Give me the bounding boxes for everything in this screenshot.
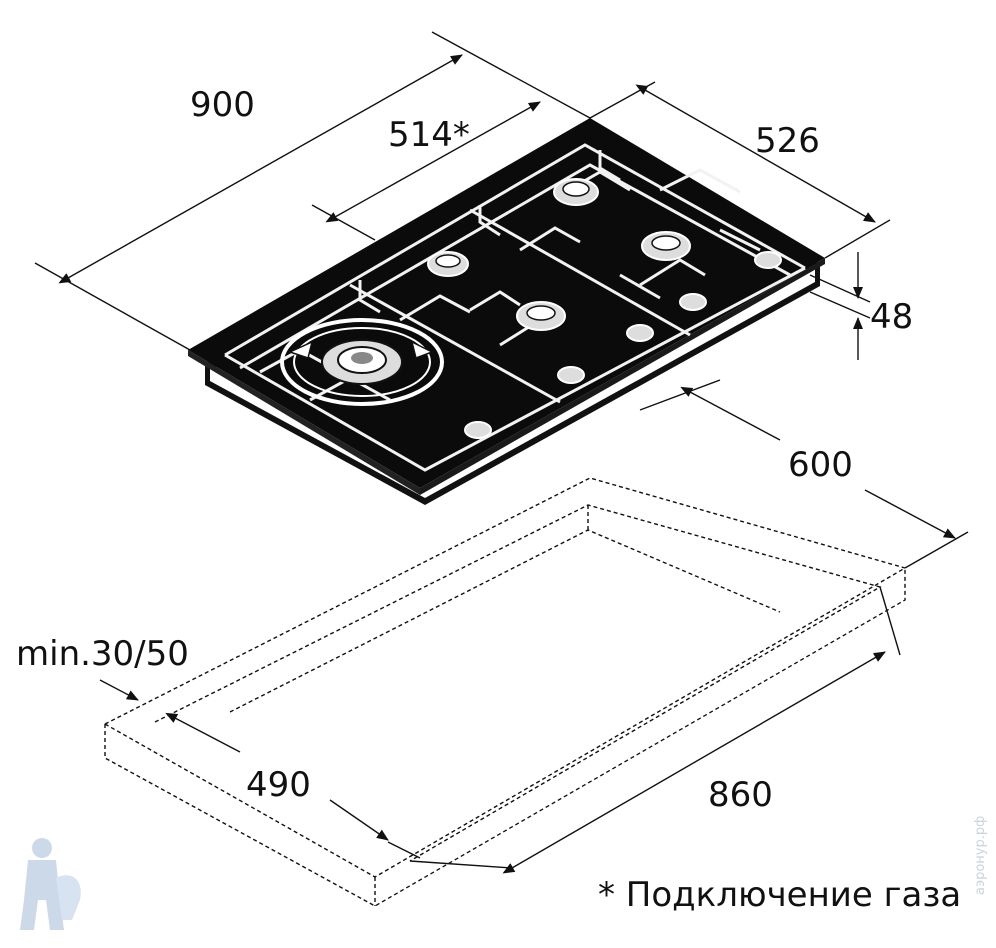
cooktop-glass bbox=[188, 118, 825, 488]
wok-burner bbox=[280, 318, 444, 406]
burner-medium-top bbox=[553, 178, 599, 206]
control-knobs bbox=[464, 251, 782, 439]
knob-2 bbox=[557, 366, 585, 384]
burner-front bbox=[516, 301, 566, 331]
dim-48-label: 48 bbox=[870, 297, 913, 337]
knob-3 bbox=[626, 324, 654, 342]
burner-right bbox=[641, 231, 691, 261]
dim-min-label: min.30/50 bbox=[16, 634, 189, 674]
dim-900-label: 900 bbox=[190, 85, 255, 125]
dim-514-label: 514* bbox=[388, 115, 470, 155]
watermark-mascot-icon bbox=[20, 838, 81, 930]
dim-600-label: 600 bbox=[788, 445, 853, 485]
gas-connection-footnote: * Подключение газа bbox=[598, 875, 961, 915]
dim-860-label: 860 bbox=[708, 775, 773, 815]
knob-1 bbox=[464, 421, 492, 439]
cooktop bbox=[188, 118, 825, 505]
dimension-lines bbox=[34, 31, 969, 874]
dim-490-label: 490 bbox=[246, 765, 311, 805]
knob-4 bbox=[679, 293, 707, 311]
knob-5 bbox=[754, 251, 782, 269]
burner-small-left bbox=[427, 251, 469, 277]
worktop-cutout bbox=[104, 477, 906, 907]
watermark-text: аэронур.рф bbox=[973, 816, 988, 895]
dim-526-label: 526 bbox=[755, 121, 820, 161]
